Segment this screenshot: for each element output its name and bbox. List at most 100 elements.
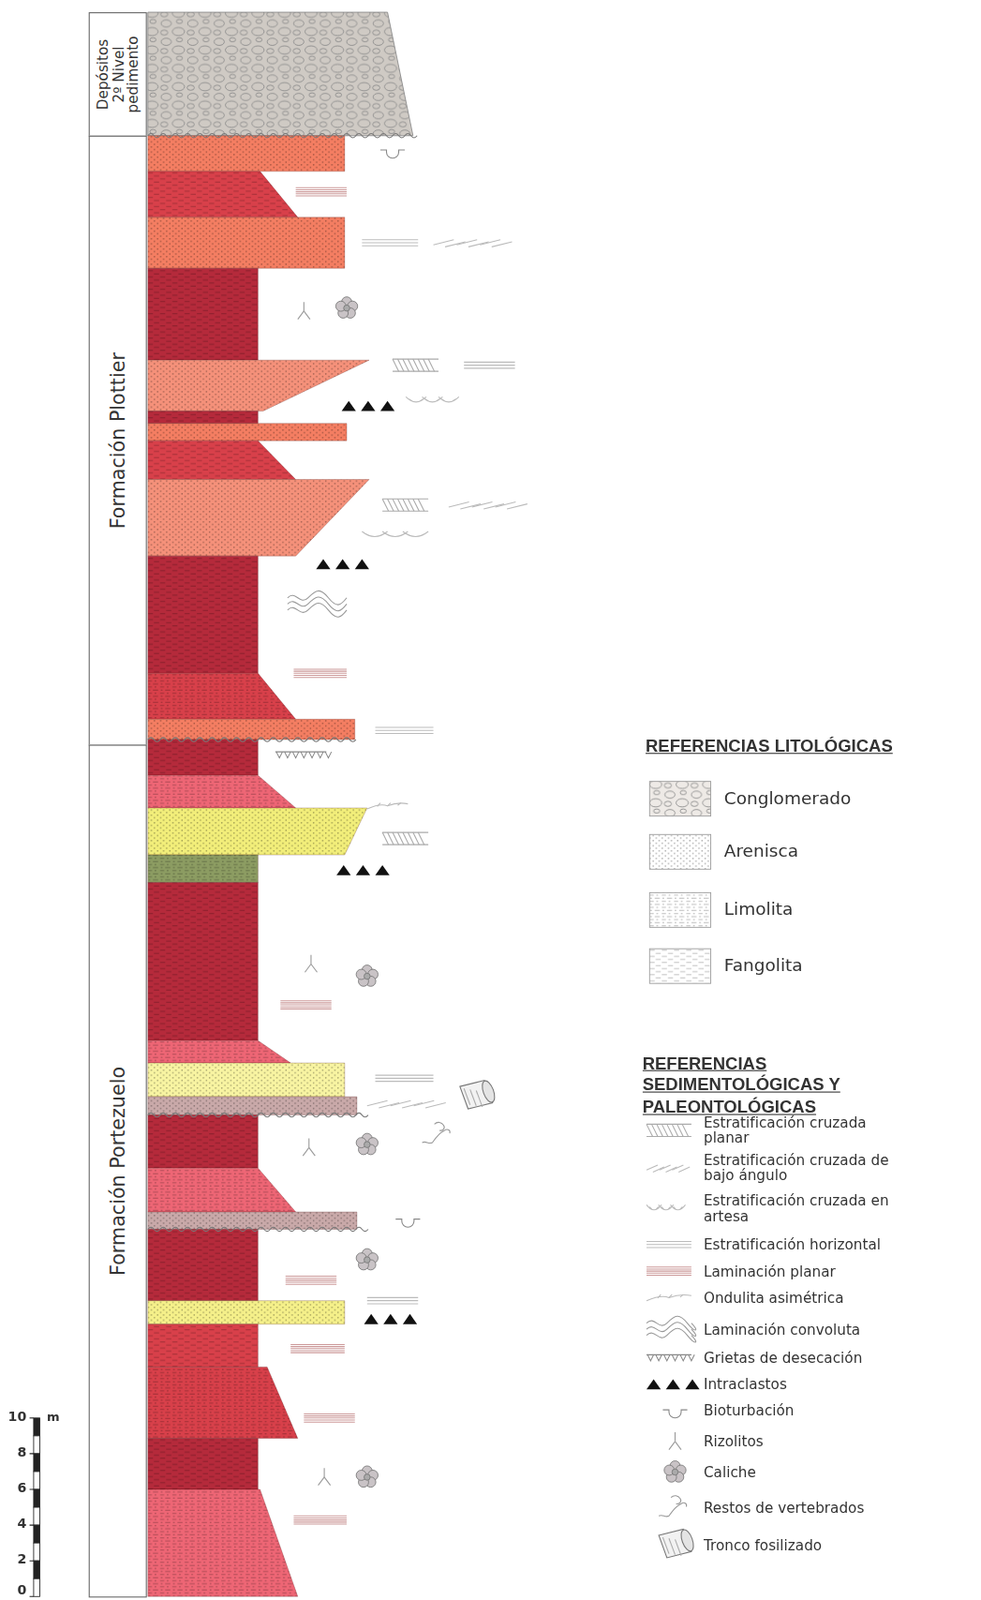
symbol-stroke bbox=[479, 239, 501, 245]
symbol-stroke bbox=[668, 1441, 676, 1450]
bed bbox=[148, 1438, 259, 1489]
symbol-stroke bbox=[397, 832, 404, 845]
intraclast-triangle bbox=[360, 401, 375, 412]
bed-pattern bbox=[148, 135, 345, 172]
formation-name: Formación Plottier bbox=[105, 175, 130, 706]
symbol-stroke bbox=[303, 311, 311, 320]
bed-pattern bbox=[148, 423, 347, 442]
symbol-stroke bbox=[392, 371, 439, 372]
bed-pattern bbox=[148, 1211, 357, 1230]
symbol-stroke bbox=[297, 311, 305, 320]
legend-text: Limolita bbox=[724, 898, 794, 920]
legend-symbol bbox=[646, 1203, 686, 1209]
bed bbox=[148, 739, 259, 775]
legend-symbol bbox=[646, 1315, 697, 1342]
symbol-stroke bbox=[491, 241, 513, 247]
scale-label: 8 bbox=[1, 1443, 27, 1459]
symbol-stroke bbox=[310, 954, 312, 965]
symbol-stroke bbox=[290, 1352, 345, 1353]
column-symbol bbox=[335, 297, 357, 319]
column-symbol bbox=[395, 1218, 420, 1228]
formation-name: Depósitos 2º Nivel pedimento bbox=[95, 29, 141, 120]
litho-swatch-ground bbox=[649, 833, 711, 869]
symbol-stroke bbox=[382, 832, 389, 845]
symbol-stroke bbox=[438, 396, 460, 402]
symbol-stroke bbox=[378, 1102, 400, 1108]
intraclast-triangle bbox=[355, 558, 370, 569]
symbol-stroke bbox=[280, 1008, 331, 1010]
bed-pattern bbox=[148, 479, 370, 557]
symbol-stroke bbox=[311, 964, 318, 973]
legend-text: Ondulita asimétrica bbox=[703, 1289, 892, 1306]
intraclast-triangle bbox=[341, 401, 357, 412]
column-symbol bbox=[361, 531, 429, 536]
bed bbox=[148, 267, 259, 360]
symbol-stroke bbox=[662, 1536, 669, 1553]
symbol-stroke bbox=[680, 1293, 684, 1297]
legend-text: Bioturbación bbox=[703, 1401, 892, 1418]
symbol-stroke bbox=[674, 1538, 682, 1555]
symbol-stroke bbox=[361, 245, 418, 247]
symbol-stroke bbox=[387, 832, 395, 845]
symbol-stroke bbox=[425, 1102, 446, 1108]
scale-segment bbox=[33, 1542, 41, 1561]
symbol-stroke bbox=[402, 832, 410, 845]
column-symbol bbox=[367, 802, 409, 810]
symbol-stroke bbox=[304, 964, 312, 973]
scale-segment bbox=[33, 1577, 41, 1596]
symbol-stroke bbox=[293, 674, 347, 676]
formation-box: Formación Portezuelo bbox=[89, 744, 148, 1598]
vertebrate-symbol bbox=[658, 1495, 687, 1517]
symbol-stroke bbox=[671, 1164, 684, 1170]
bed-pattern bbox=[148, 718, 356, 740]
scale-label: m bbox=[46, 1409, 60, 1424]
caliche-nodule bbox=[671, 1468, 679, 1475]
scale-segment bbox=[33, 1417, 41, 1436]
symbol-stroke bbox=[280, 1006, 331, 1008]
symbol-stroke bbox=[646, 1267, 692, 1269]
symbol-stroke bbox=[290, 1349, 345, 1351]
symbol-stroke bbox=[445, 241, 466, 247]
caliche-nodule bbox=[364, 972, 372, 980]
bed bbox=[148, 1323, 259, 1368]
symbol-stroke bbox=[666, 1166, 678, 1172]
symbol-stroke bbox=[293, 1515, 347, 1517]
bed-pattern bbox=[148, 774, 297, 808]
erosive-base bbox=[148, 133, 417, 138]
symbol-stroke bbox=[661, 1123, 669, 1136]
bed-pattern bbox=[148, 807, 368, 855]
symbol-stroke bbox=[417, 498, 425, 511]
bed-pattern bbox=[148, 1062, 345, 1097]
column-symbol bbox=[280, 1000, 331, 1010]
symbol-stroke bbox=[290, 1347, 345, 1349]
intraclast-triangle bbox=[375, 864, 390, 876]
scale-segment bbox=[33, 1560, 41, 1578]
legend-text: Grietas de desecación bbox=[703, 1349, 892, 1366]
column-symbol bbox=[356, 1465, 378, 1487]
caliche-nodule bbox=[364, 1141, 372, 1148]
symbol-stroke bbox=[668, 1293, 672, 1297]
bed bbox=[148, 1211, 357, 1230]
symbol-stroke bbox=[309, 1146, 316, 1156]
symbol-stroke bbox=[407, 358, 415, 372]
symbol-stroke bbox=[308, 1138, 310, 1148]
symbol-stroke bbox=[285, 1277, 337, 1279]
symbol-stroke bbox=[417, 832, 425, 845]
intraclast-triangle bbox=[402, 1313, 417, 1324]
intraclast-triangle bbox=[383, 1313, 398, 1324]
symbol-stroke bbox=[290, 1345, 345, 1347]
symbol-stroke bbox=[656, 1123, 664, 1136]
conglomerate-bed bbox=[148, 12, 414, 136]
bed-pattern bbox=[148, 739, 259, 775]
symbol-stroke bbox=[671, 1123, 679, 1136]
symbol-stroke bbox=[293, 672, 347, 674]
symbol-stroke bbox=[293, 1522, 347, 1524]
symbol-stroke bbox=[382, 844, 429, 846]
column-symbol bbox=[297, 301, 311, 320]
legend-text: Estratificación cruzada en artesa bbox=[703, 1192, 892, 1225]
trunk-end bbox=[479, 1078, 497, 1103]
caliche-nodule bbox=[343, 304, 351, 312]
legend-symbol bbox=[668, 1431, 682, 1450]
symbol-stroke bbox=[646, 1353, 695, 1361]
symbol-stroke bbox=[472, 501, 493, 506]
